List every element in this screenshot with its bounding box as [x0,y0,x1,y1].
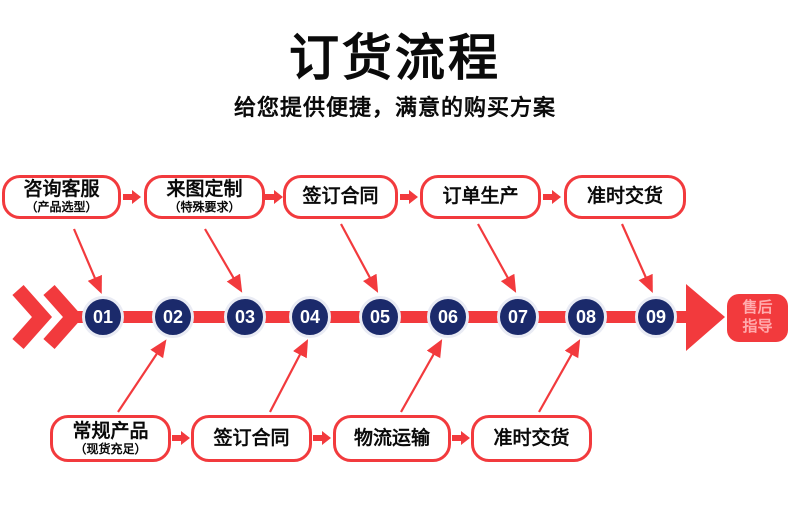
double-chevron-icon [12,285,53,349]
connector-arrow [477,223,517,293]
step-box-regular-product: 常规产品 （现货充足） [50,415,171,462]
connector-arrow [269,339,309,413]
flow-arrow-icon [313,431,331,445]
step-box-ontime-delivery-top: 准时交货 [564,175,686,219]
timeline-step-07: 07 [497,296,539,338]
step-label: 签订合同 [302,186,379,208]
step-box-consult: 咨询客服 （产品选型） [2,175,121,219]
page-title: 订货流程 [289,30,501,86]
connector-arrow [538,339,581,413]
after-sale-badge: 售后 指导 [727,294,788,342]
step-sublabel: （产品选型） [25,200,98,215]
timeline-step-03: 03 [224,296,266,338]
connector-arrow [340,223,379,293]
timeline-step-02: 02 [152,296,194,338]
step-box-sign-contract-top: 签订合同 [283,175,398,219]
step-number: 07 [507,306,529,327]
page-subtitle: 给您提供便捷，满意的购买方案 [233,95,556,120]
step-number: 03 [234,306,256,327]
step-number: 04 [299,306,321,327]
step-label: 咨询客服 [23,179,100,201]
flow-arrow-icon [400,190,418,204]
step-box-logistics: 物流运输 [333,415,451,462]
step-box-custom-drawing: 来图定制 （特殊要求） [144,175,265,219]
step-label: 订单生产 [442,186,519,208]
connector-arrow [400,339,443,413]
step-label: 准时交货 [586,186,663,208]
flow-arrow-icon [123,190,141,204]
step-box-order-production: 订单生产 [420,175,541,219]
step-label: 准时交货 [493,427,570,449]
step-sublabel: （现货充足） [74,441,147,456]
step-box-ontime-delivery-bottom: 准时交货 [471,415,592,462]
step-number: 01 [92,306,114,327]
step-number: 06 [437,306,459,327]
step-label: 来图定制 [166,179,243,201]
step-number: 08 [575,306,597,327]
connector-arrow [117,339,167,413]
badge-line: 售后 [742,299,773,317]
flow-arrow-icon [172,431,190,445]
connector-arrow [204,228,243,293]
step-box-sign-contract-bottom: 签订合同 [191,415,312,462]
timeline-step-06: 06 [427,296,469,338]
step-number: 05 [369,306,391,327]
connector-arrow [72,228,102,295]
flow-arrow-icon [543,190,561,204]
timeline-step-09: 09 [635,296,677,338]
step-label: 物流运输 [353,427,430,449]
step-label: 常规产品 [72,420,149,442]
connector-arrow [620,223,653,294]
step-number: 02 [162,306,184,327]
flow-arrow-icon [265,190,283,204]
badge-line: 指导 [742,318,773,335]
timeline-step-08: 08 [565,296,607,338]
flow-arrow-icon [452,431,470,445]
timeline-step-04: 04 [289,296,331,338]
step-sublabel: （特殊要求） [168,200,241,215]
timeline-step-01: 01 [82,296,124,338]
timeline-step-05: 05 [359,296,401,338]
step-number: 09 [645,306,667,327]
step-label: 签订合同 [213,427,290,449]
arrowhead-icon [686,284,725,351]
